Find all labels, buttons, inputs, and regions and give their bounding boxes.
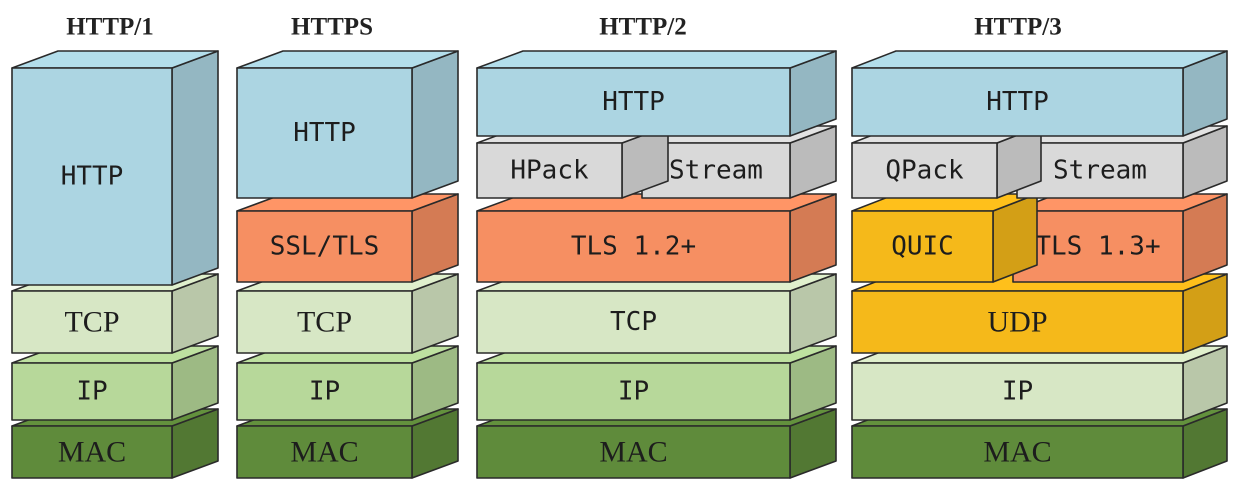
layer-label: HTTP — [61, 162, 124, 192]
layer-tcp: TCP — [236, 273, 459, 354]
column-title: HTTP/1 — [66, 14, 154, 41]
layer-label: TCP — [610, 307, 657, 337]
layer-ip: IP — [851, 345, 1228, 421]
layer-label: QPack — [885, 156, 964, 186]
layer-ssl-tls: SSL/TLS — [236, 193, 459, 283]
layer-udp: UDP — [851, 273, 1228, 354]
layer-label: UDP — [987, 306, 1047, 339]
layer-front-face — [236, 290, 413, 354]
column-title: HTTPS — [291, 14, 373, 41]
layer-label: HTTP — [602, 87, 665, 117]
layer-ip: IP — [11, 345, 219, 421]
layer-front-face — [1016, 142, 1184, 199]
layer-front-face — [851, 67, 1184, 137]
layer-front-face — [11, 67, 173, 286]
layer-label: TLS 1.2+ — [571, 232, 696, 262]
layer-front-face — [476, 425, 791, 479]
layer-label: MAC — [290, 436, 358, 469]
layer-label: Stream — [669, 156, 763, 186]
column-title: HTTP/3 — [974, 14, 1062, 41]
layer-label: IP — [1002, 377, 1033, 407]
layer-qpack: QPack — [851, 125, 1042, 199]
layer-label: IP — [309, 377, 340, 407]
layer-label: HTTP — [986, 87, 1049, 117]
layer-front-face — [11, 290, 173, 354]
layer-ip: IP — [236, 345, 459, 421]
layer-ip: IP — [476, 345, 837, 421]
layer-stream: Stream — [641, 125, 837, 199]
layer-label: IP — [618, 377, 649, 407]
column-title: HTTP/2 — [599, 14, 687, 41]
layer-tls-1-3: TLS 1.3+ — [1012, 193, 1228, 283]
layer-http: HTTP — [476, 50, 837, 137]
layer-front-face — [851, 142, 998, 199]
layer-front-face — [851, 362, 1184, 421]
layer-mac: MAC — [236, 408, 459, 479]
layer-front-face — [11, 425, 173, 479]
layer-tls-1-2: TLS 1.2+ — [476, 193, 837, 283]
layer-side-face — [171, 50, 219, 286]
layer-front-face — [236, 210, 413, 283]
layer-front-face — [476, 142, 623, 199]
layer-http: HTTP — [236, 50, 459, 199]
layer-label: TCP — [64, 306, 119, 339]
layer-front-face — [476, 290, 791, 354]
layer-label: MAC — [983, 436, 1051, 469]
layer-label: TCP — [297, 306, 352, 339]
layer-top-face — [851, 50, 1228, 69]
layer-front-face — [851, 290, 1184, 354]
layer-label: MAC — [599, 436, 667, 469]
layer-label: SSL/TLS — [270, 232, 380, 262]
layer-http: HTTP — [851, 50, 1228, 137]
layer-stream: Stream — [1016, 125, 1228, 199]
layer-front-face — [236, 362, 413, 421]
layer-tcp: TCP — [476, 273, 837, 354]
layer-quic: QUIC — [851, 193, 1038, 283]
layer-label: HTTP — [293, 118, 356, 148]
layer-front-face — [476, 67, 791, 137]
layer-tcp: TCP — [11, 273, 219, 354]
layer-label: Stream — [1053, 156, 1147, 186]
layer-front-face — [1012, 210, 1184, 283]
layer-top-face — [476, 50, 837, 69]
layer-front-face — [851, 210, 994, 283]
layer-front-face — [476, 362, 791, 421]
layer-front-face — [851, 425, 1184, 479]
layer-hpack: HPack — [476, 125, 669, 199]
layer-side-face — [411, 50, 459, 199]
layer-front-face — [236, 67, 413, 199]
layer-front-face — [11, 362, 173, 421]
layer-http: HTTP — [11, 50, 219, 286]
stack-column-https: HTTPS MAC IP TCP SSL/TLS HTTP — [236, 14, 459, 479]
layer-label: TLS 1.3+ — [1035, 232, 1160, 262]
layer-label: HPack — [510, 156, 589, 186]
layer-front-face — [236, 425, 413, 479]
layer-front-face — [476, 210, 791, 283]
layer-label: QUIC — [891, 232, 954, 262]
layer-label: IP — [76, 377, 107, 407]
layer-label: MAC — [58, 436, 126, 469]
